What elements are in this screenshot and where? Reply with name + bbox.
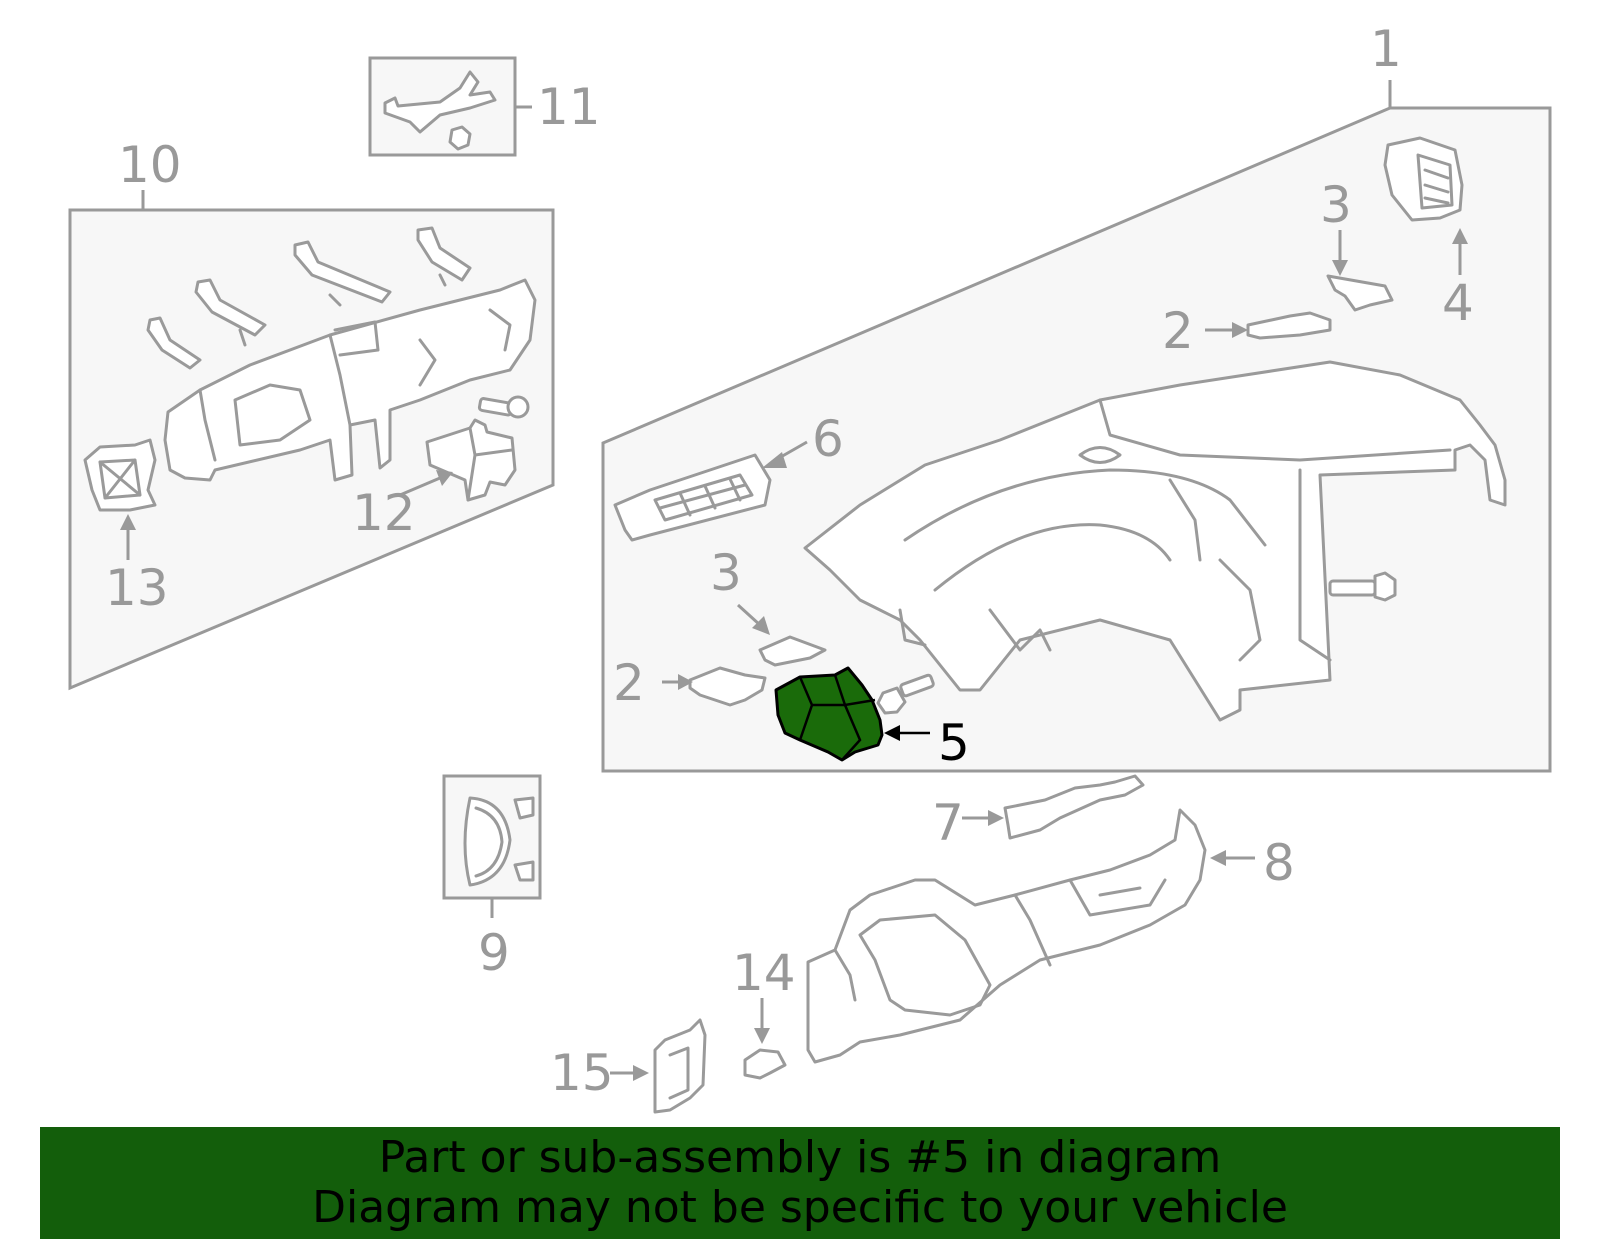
callout-4[interactable]: 4 [1442, 274, 1474, 332]
callout-10[interactable]: 10 [118, 136, 182, 194]
leader-3-upper [1332, 230, 1348, 276]
leader-2-lower [662, 674, 693, 690]
banner-line-1: Part or sub-assembly is #5 in diagram [378, 1132, 1222, 1183]
callout-9[interactable]: 9 [478, 924, 510, 982]
banner-line-2: Diagram may not be specific to your vehi… [312, 1182, 1288, 1233]
part-4-side-vent[interactable] [1383, 136, 1464, 222]
callout-7[interactable]: 7 [932, 794, 964, 852]
part-13-vent[interactable] [83, 438, 157, 512]
part-12-bracket[interactable] [425, 418, 517, 502]
part-10-cross-car-beam[interactable] [146, 226, 537, 482]
leader-3-lower [736, 603, 770, 635]
bolt-part-5[interactable] [876, 673, 935, 715]
leader-15 [610, 1065, 649, 1081]
callout-8[interactable]: 8 [1263, 834, 1295, 892]
bolt[interactable] [1328, 571, 1397, 602]
info-banner: Part or sub-assembly is #5 in diagram Di… [40, 1127, 1560, 1239]
part-11-bracket[interactable] [383, 70, 497, 151]
callout-5[interactable]: 5 [938, 714, 970, 772]
leader-12 [399, 470, 453, 497]
leader-8 [1210, 850, 1255, 866]
callout-13[interactable]: 13 [105, 559, 169, 617]
callout-1[interactable]: 1 [1370, 20, 1402, 78]
part-14-clip[interactable] [743, 1048, 787, 1080]
part-2-lower[interactable] [688, 666, 767, 707]
part-6-air-vent[interactable] [613, 453, 772, 542]
part-2-upper[interactable] [1246, 311, 1332, 340]
part-15-bracket[interactable] [653, 1018, 707, 1114]
leader-7 [962, 810, 1004, 826]
leader-5 [884, 725, 930, 741]
callout-12[interactable]: 12 [352, 484, 416, 542]
part-9-trim-panel[interactable] [463, 796, 535, 887]
callout-11[interactable]: 11 [537, 78, 601, 136]
leader-13 [120, 514, 136, 560]
part-3-lower[interactable] [758, 635, 827, 667]
part-5-highlighted[interactable] [774, 666, 884, 762]
bolt-box-10[interactable] [477, 395, 530, 419]
instrument-panel[interactable] [803, 360, 1507, 722]
callout-3-upper[interactable]: 3 [1320, 176, 1352, 234]
callout-3-lower[interactable]: 3 [710, 544, 742, 602]
callout-2-lower[interactable]: 2 [613, 654, 645, 712]
leader-4 [1452, 228, 1468, 275]
leader-14 [754, 998, 770, 1044]
callout-15[interactable]: 15 [550, 1044, 614, 1102]
leader-2-upper [1205, 322, 1248, 338]
part-3-upper[interactable] [1326, 274, 1394, 312]
callout-14[interactable]: 14 [732, 944, 796, 1002]
callout-2-upper[interactable]: 2 [1162, 302, 1194, 360]
part-8-lower-panel[interactable] [806, 808, 1207, 1064]
leader-6 [762, 440, 808, 468]
callout-6[interactable]: 6 [812, 410, 844, 468]
part-7-bracket[interactable] [1003, 774, 1145, 840]
